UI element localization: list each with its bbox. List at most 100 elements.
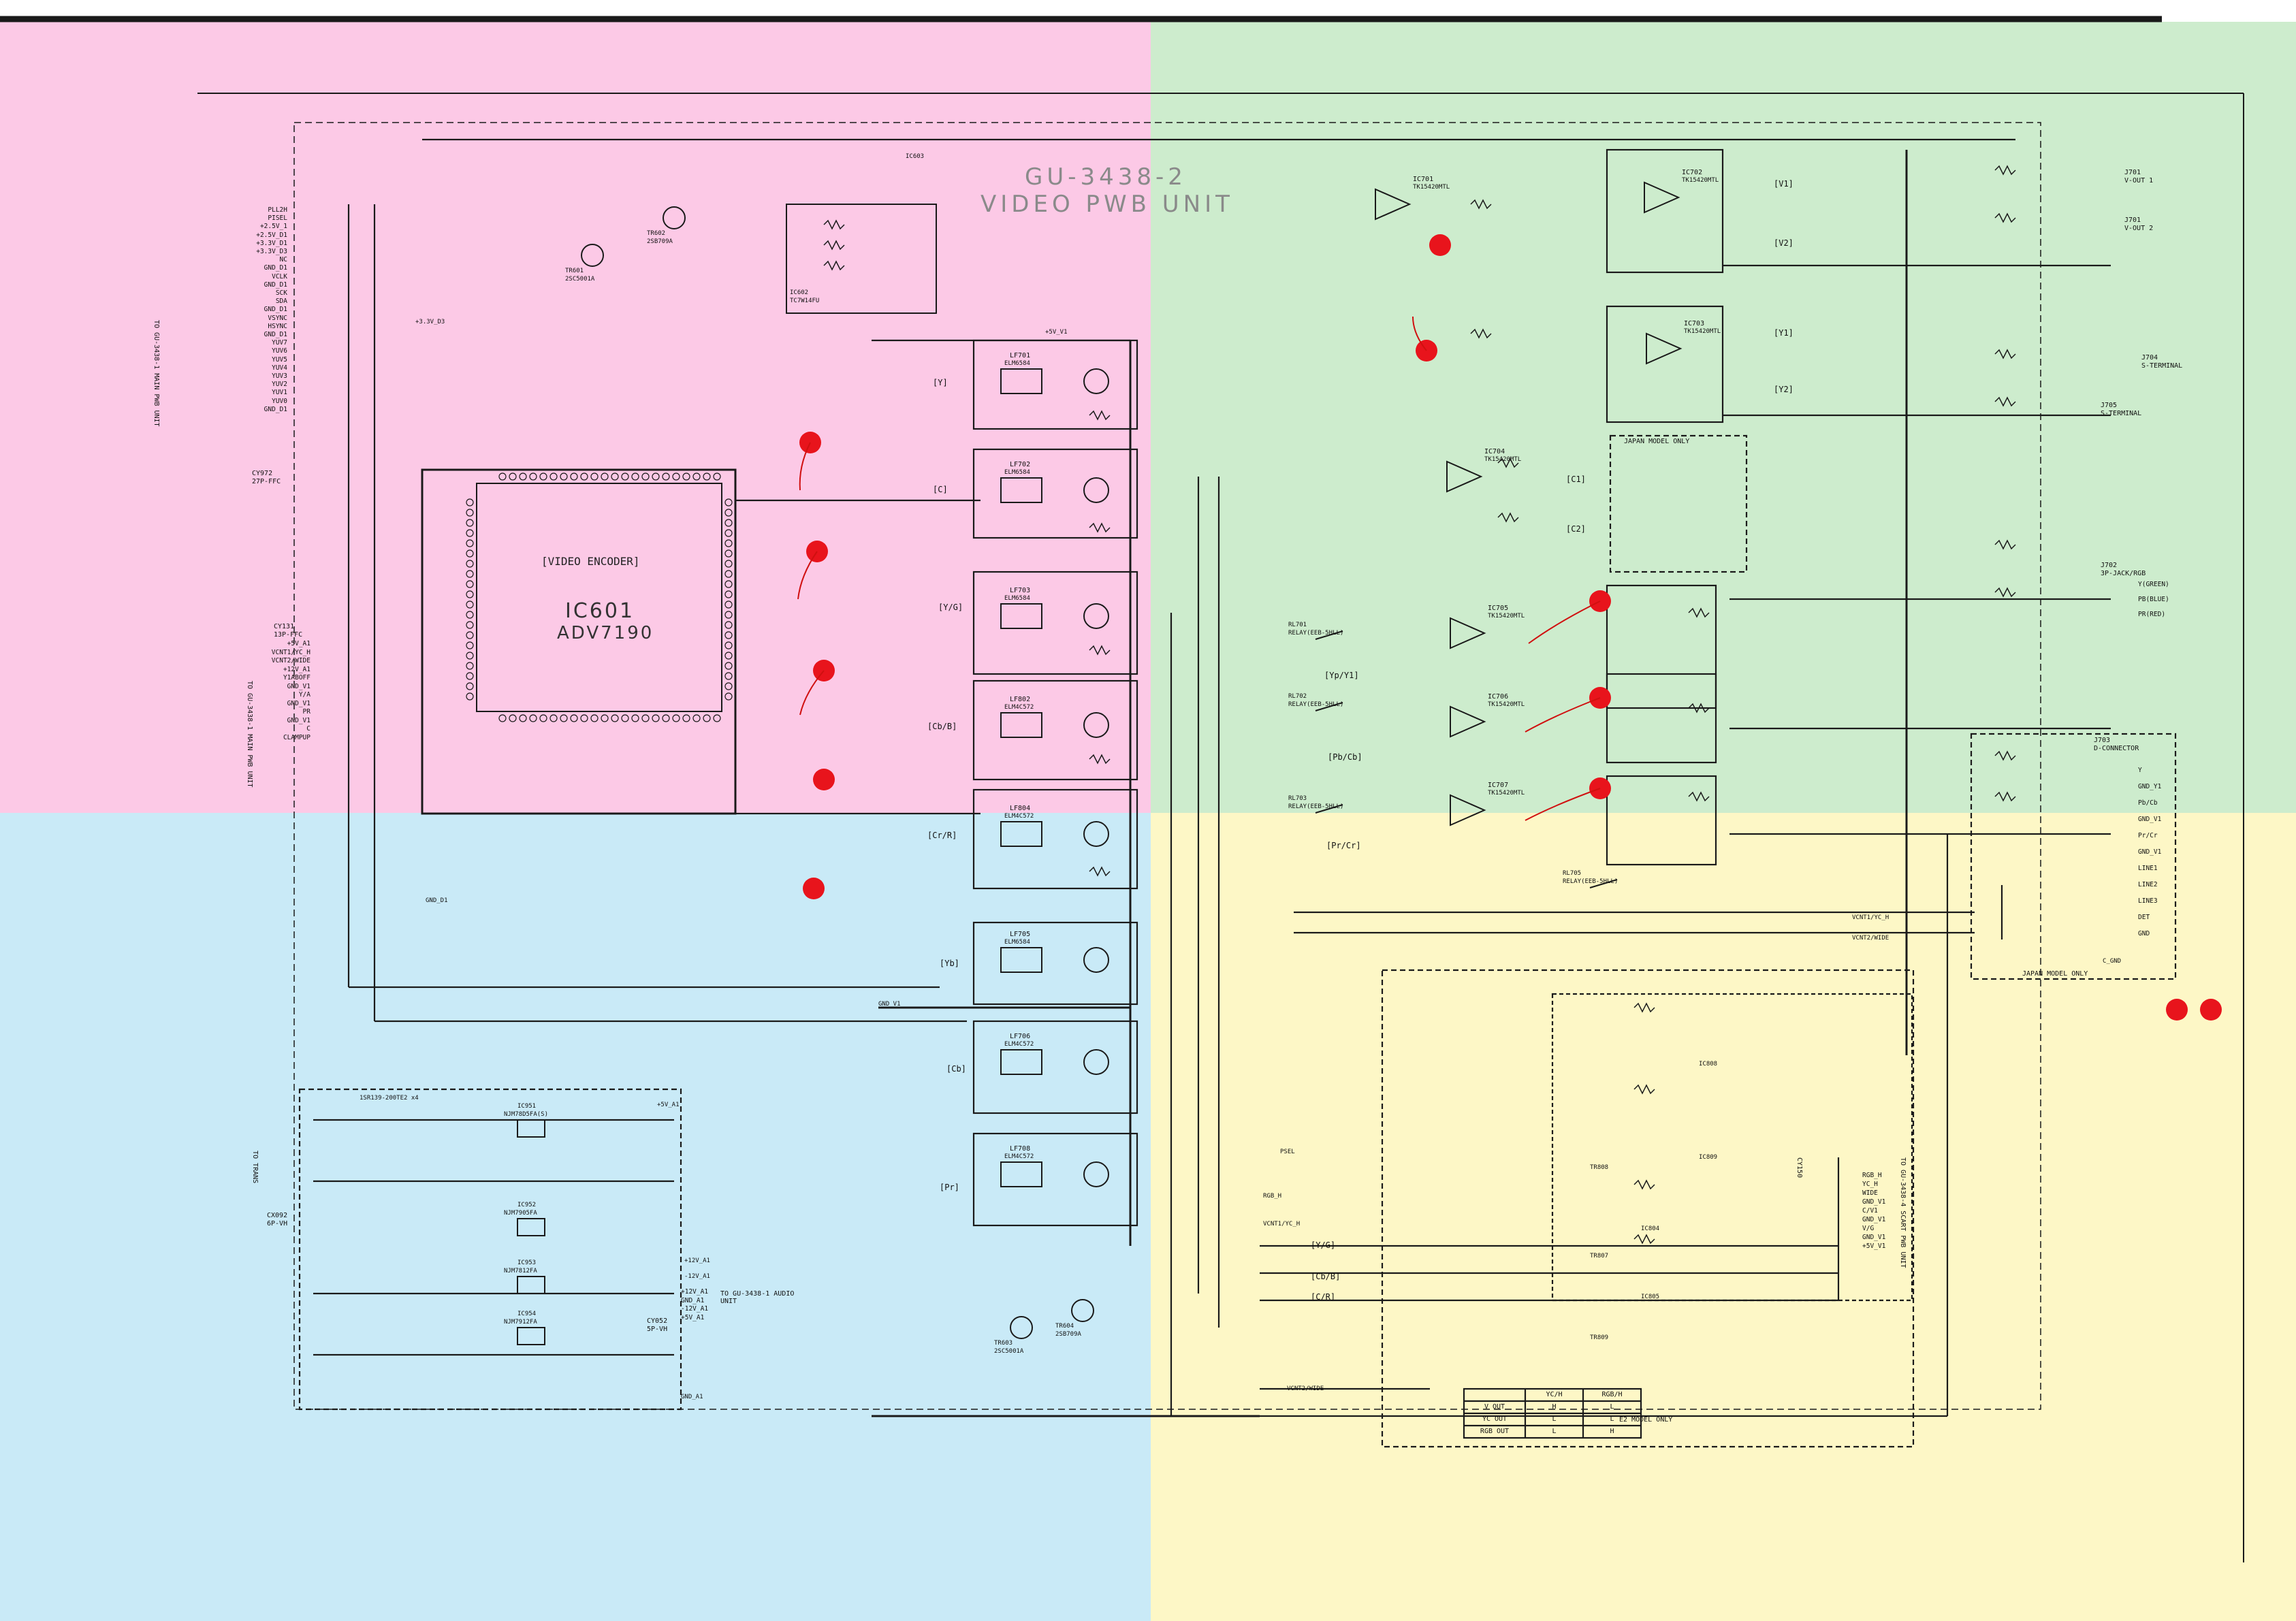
amp-ic-part: TK15420MTL xyxy=(1488,701,1525,708)
chip-pin xyxy=(724,611,733,619)
connector-pin-label: HSYNC xyxy=(268,322,287,330)
signal-label: [Cb/B] xyxy=(1311,1272,1341,1281)
signal-label: [Yb] xyxy=(940,959,959,968)
chip-pin xyxy=(724,549,733,558)
chip-pin xyxy=(724,509,733,517)
jack-term-label: PR(RED) xyxy=(2138,611,2166,618)
chip-pin xyxy=(641,472,650,481)
transistor-symbol xyxy=(1071,1299,1094,1322)
connector-pin-label: NC xyxy=(279,256,287,264)
chip-pin xyxy=(724,641,733,649)
chip-pin xyxy=(570,714,578,722)
chip-pin xyxy=(724,621,733,629)
connector-pin-label: Y/A xyxy=(298,691,310,699)
chip-pin xyxy=(560,714,568,722)
resistor-symbol xyxy=(823,219,845,230)
filter-part: ELM6584 xyxy=(1004,595,1030,602)
connector-pin-label: GND_V1 xyxy=(287,699,310,707)
relay-ref: RL705 xyxy=(1563,870,1582,877)
red-marker xyxy=(2200,999,2222,1021)
connector-pin-label: GND_A1 xyxy=(681,1296,705,1304)
filter-part: ELM4C572 xyxy=(1004,1041,1034,1048)
chip-pin xyxy=(631,472,639,481)
connector-pin-label: YUV5 xyxy=(272,355,287,364)
chip-pin xyxy=(466,600,474,609)
relay-ref: RL701 xyxy=(1288,622,1307,628)
red-arrow xyxy=(1412,316,1427,351)
chip-pin xyxy=(652,472,660,481)
relay-type: RELAY(EEB-5HLL) xyxy=(1288,803,1344,810)
red-marker xyxy=(813,769,835,790)
chip-pin xyxy=(713,472,721,481)
amp-ic-ref: IC705 xyxy=(1488,605,1509,612)
resistor-symbol xyxy=(1089,410,1111,421)
connector-pin-label: YUV1 xyxy=(272,389,287,397)
transistor-symbol xyxy=(1083,477,1109,503)
output-label: 3P-JACK/RGB xyxy=(2101,570,2146,577)
audio-connector-caption: TO GU-3438-1 AUDIO UNIT xyxy=(720,1290,795,1305)
logic-table-cell: L xyxy=(1552,1428,1557,1435)
op-amp-symbol xyxy=(1450,705,1486,738)
filter-part: ELM6584 xyxy=(1004,360,1030,367)
transistor-ref: TR602 xyxy=(647,230,666,237)
amp-ic-ref: IC704 xyxy=(1484,448,1505,455)
encoder-chip-body xyxy=(476,483,722,712)
chip-pin xyxy=(672,472,680,481)
left-connector-ref: CY972 xyxy=(252,470,273,477)
signal-label: [Cb/B] xyxy=(927,722,957,731)
amp-ic-ref: IC701 xyxy=(1413,176,1434,183)
mid-connector-type: 13P-FFC xyxy=(274,631,303,639)
filter-ref: LF701 xyxy=(1010,352,1031,359)
connector-pin-label: WIDE xyxy=(1862,1189,1878,1197)
transistor-symbol xyxy=(1083,947,1109,973)
resistor-symbol xyxy=(1994,750,2016,761)
transistor-ref: TR603 xyxy=(994,1340,1013,1347)
connector-pin-label: +5V_A1 xyxy=(681,1313,705,1321)
component-ref: TR809 xyxy=(1590,1334,1609,1341)
chip-pin xyxy=(529,472,537,481)
filter-ref: LF708 xyxy=(1010,1145,1031,1153)
logic-table-cell: YC OUT xyxy=(1482,1415,1508,1423)
signal-label: [Cb] xyxy=(946,1064,966,1074)
filter-body xyxy=(1000,947,1042,973)
red-marker xyxy=(1429,234,1451,256)
filter-ref: LF703 xyxy=(1010,587,1031,594)
net-label: RGB_H xyxy=(1263,1193,1282,1200)
filter-part: ELM4C572 xyxy=(1004,1153,1034,1160)
chip-pin xyxy=(672,714,680,722)
encoder-ic-ref: IC601 xyxy=(565,599,635,623)
encoder-function-label: [VIDEO ENCODER] xyxy=(541,555,640,568)
chip-pin xyxy=(539,472,547,481)
op-amp-symbol xyxy=(1644,181,1680,214)
chip-pin xyxy=(466,560,474,568)
output-ref: J702 xyxy=(2101,562,2118,569)
chip-pin xyxy=(466,682,474,690)
transistor-symbol xyxy=(1083,603,1109,629)
connector-pin-label: DET xyxy=(2138,914,2150,921)
op-amp-symbol xyxy=(1646,332,1683,365)
signal-label: [Pr/Cr] xyxy=(1326,841,1361,850)
net-label: VCNT2/WIDE xyxy=(1287,1385,1324,1392)
resistor-symbol xyxy=(1470,328,1492,339)
chip-pin xyxy=(466,621,474,629)
logic-table-cell: L xyxy=(1610,1415,1614,1423)
transistor-part: 2SB709A xyxy=(647,238,673,245)
connector-pin-label: +2.5V_1 xyxy=(259,223,287,231)
connector-pin-label: V/G xyxy=(1862,1225,1875,1232)
connector-pin-label: VCLK xyxy=(272,272,287,280)
chip-pin xyxy=(682,472,690,481)
signal-label: [C2] xyxy=(1566,524,1586,534)
transistor-symbol xyxy=(663,206,686,229)
left-connector-caption: TO GU-3438-1 MAIN PWB UNIT xyxy=(153,320,160,427)
red-arrow xyxy=(797,551,818,600)
transistor-symbol xyxy=(1083,712,1109,738)
chip-pin xyxy=(662,714,670,722)
amp-ic-part: TK15420MTL xyxy=(1488,613,1525,620)
audio-connector-type: 5P-VH xyxy=(647,1326,668,1333)
component-ref: IC603 xyxy=(906,153,925,160)
connector-pin-label: SDA xyxy=(275,298,287,306)
regulator-body xyxy=(517,1327,545,1345)
chip-pin xyxy=(466,498,474,507)
